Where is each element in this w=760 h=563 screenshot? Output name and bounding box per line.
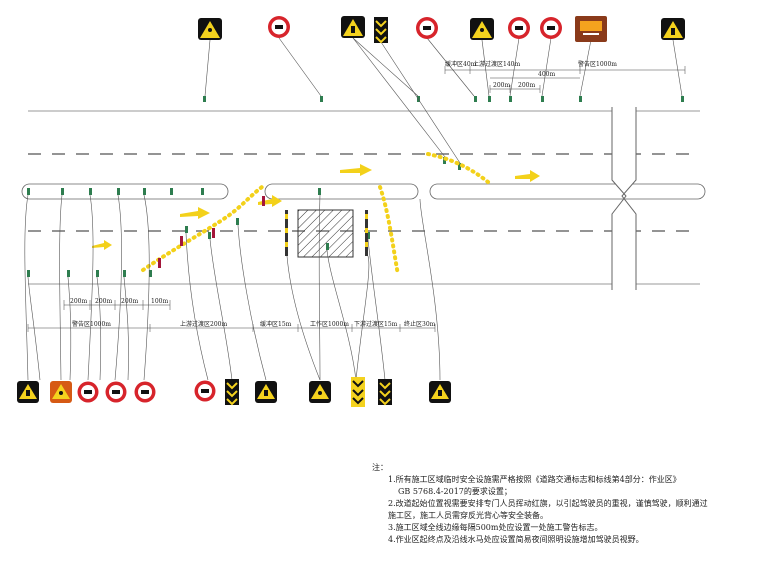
men-at-work-warning-icon	[309, 381, 331, 403]
speed-limit-icon	[134, 381, 156, 403]
chevron-alignment-icon	[351, 377, 365, 407]
dim-upstream-bottom: 上游过渡区200m	[180, 320, 227, 328]
note-item-1-cont: GB 5768.4-2017的要求设置；	[398, 487, 512, 496]
top-dimension-labels: 缓冲区40m 上游过渡区140m 200m 200m 400m 警告区1000m	[445, 60, 617, 89]
dim-warning-top: 警告区1000m	[578, 60, 617, 68]
chevron-alignment-icon	[378, 379, 392, 406]
barrier-posts	[158, 196, 368, 268]
dim-termination: 终止区30m	[404, 320, 436, 328]
men-at-work-warning-icon	[50, 381, 72, 403]
dim-100: 100m	[151, 298, 168, 305]
sign-leaders-bottom	[24, 194, 441, 381]
lane-lines	[28, 153, 700, 232]
dim-upstream-top: 上游过渡区140m	[473, 60, 520, 68]
dim-200-a: 200m	[70, 298, 87, 305]
bottom-dimension-labels: 200m 200m 200m 100m 警告区1000m 上游过渡区200m 缓…	[70, 298, 436, 328]
note-item-3: 3.施工区域全线边缘每隔500m处应设置一处施工警告标志。	[388, 523, 603, 532]
chevron-alignment-icon	[225, 379, 239, 406]
chevron-alignment-icon	[374, 17, 388, 44]
speed-limit-icon	[77, 381, 99, 403]
note-item-4: 4.作业区起终点及沿线水马处应设置简易夜间照明设施增加驾驶员视野。	[388, 535, 644, 544]
detour-guide-icon	[575, 16, 607, 42]
lane-closed-warning-icon	[255, 381, 277, 403]
lane-closed-warning-icon	[661, 18, 685, 40]
speed-limit-icon	[268, 16, 290, 38]
road-edges	[28, 110, 700, 285]
dim-warning-bottom: 警告区1000m	[72, 320, 111, 328]
bottom-dimension-lines	[27, 300, 436, 332]
median-strips	[21, 183, 706, 200]
lane-closed-warning-icon	[341, 16, 365, 38]
dim-200-b: 200m	[95, 298, 112, 305]
dim-work-zone: 工作区1000m	[310, 320, 349, 328]
dim-200-top-b: 200m	[518, 82, 535, 89]
note-item-2-cont: 施工区，施工人员需穿反光背心等安全装备。	[388, 511, 548, 520]
speed-limit-icon	[540, 17, 562, 39]
delineator-posts	[27, 96, 684, 277]
notes-block: 注： 1.所有施工区域临时安全设施需严格按照《道路交通标志和标线第4部分：作业区…	[372, 462, 752, 546]
men-at-work-warning-icon	[198, 18, 222, 40]
speed-limit-icon	[105, 381, 127, 403]
dim-200-c: 200m	[121, 298, 138, 305]
dim-buffer-top: 缓冲区40m	[445, 60, 477, 68]
work-zone	[297, 209, 354, 258]
speed-limit-icon	[416, 17, 438, 39]
cone-lines	[141, 152, 490, 277]
dim-200-top-a: 200m	[493, 82, 510, 89]
notes-heading: 注：	[372, 463, 388, 472]
sign-leaders-top	[204, 37, 683, 164]
note-item-1: 1.所有施工区域临时安全设施需严格按照《道路交通标志和标线第4部分：作业区》	[388, 475, 681, 484]
top-dimension-lines	[444, 66, 686, 93]
note-item-2: 2.改道起始位置视需要安排专门人员挥动红旗，以引起驾驶员的重视，谨慎驾驶，顺利通…	[388, 499, 708, 508]
lane-closed-warning-icon	[429, 381, 451, 403]
dim-downstream: 下游过渡区15m	[354, 320, 398, 328]
signs-bottom	[17, 377, 451, 407]
men-at-work-warning-icon	[470, 18, 494, 40]
road-break	[611, 107, 637, 290]
dim-400-top: 400m	[538, 71, 555, 78]
lane-closed-warning-icon	[17, 381, 39, 403]
speed-limit-icon	[194, 380, 216, 402]
dim-buffer-bottom: 缓冲区15m	[260, 320, 292, 328]
signs-top	[198, 16, 685, 44]
speed-limit-icon	[508, 17, 530, 39]
